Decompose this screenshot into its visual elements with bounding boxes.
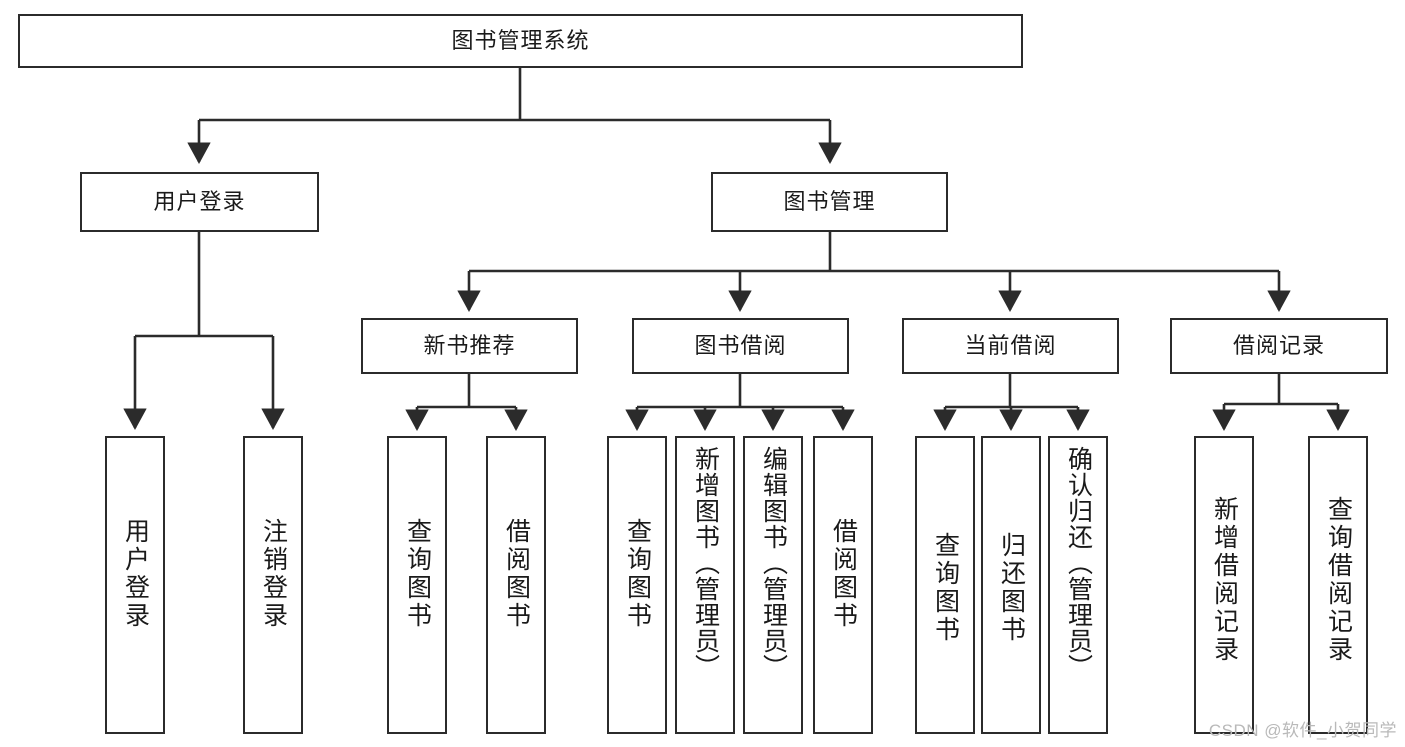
node-label: 图书借阅 [694,333,787,359]
node-label: 借阅图书 [502,518,531,630]
leaf-query-borrow-record[interactable]: 查询借阅记录 [1308,436,1368,734]
node-label: 当前借阅 [964,333,1057,359]
leaf-confirm-return-admin[interactable]: 确认归还（管理员） [1048,436,1108,734]
node-label: 查询借阅记录 [1324,496,1353,664]
node-label: 查询图书 [931,532,960,644]
leaf-borrow-book-recommend[interactable]: 借阅图书 [486,436,546,734]
node-label: 查询图书 [403,518,432,630]
node-label: 新书推荐 [423,333,516,359]
leaf-logout[interactable]: 注销登录 [243,436,303,734]
node-label: 编辑图书（管理员） [759,446,788,680]
node-label: 借阅记录 [1232,333,1325,359]
node-label: 新增图书（管理员） [691,446,720,680]
node-label: 归还图书 [997,532,1026,644]
node-label: 新增借阅记录 [1210,496,1239,664]
leaf-query-book-current[interactable]: 查询图书 [915,436,975,734]
leaf-query-book-recommend[interactable]: 查询图书 [387,436,447,734]
node-borrow-record[interactable]: 借阅记录 [1170,318,1388,374]
node-label: 图书管理系统 [451,28,590,54]
watermark-text: CSDN @软件_小贺同学 [1208,721,1397,740]
leaf-user-login[interactable]: 用户登录 [105,436,165,734]
node-label: 借阅图书 [829,518,858,630]
node-label: 查询图书 [623,518,652,630]
leaf-borrow-book[interactable]: 借阅图书 [813,436,873,734]
node-book-management[interactable]: 图书管理 [711,172,948,232]
leaf-add-book-admin[interactable]: 新增图书（管理员） [675,436,735,734]
node-user-login[interactable]: 用户登录 [80,172,319,232]
leaf-add-borrow-record[interactable]: 新增借阅记录 [1194,436,1254,734]
leaf-return-book[interactable]: 归还图书 [981,436,1041,734]
node-new-book-recommend[interactable]: 新书推荐 [361,318,578,374]
node-root-system[interactable]: 图书管理系统 [18,14,1023,68]
node-label: 图书管理 [783,189,876,215]
node-label: 确认归还（管理员） [1064,446,1093,680]
node-book-borrow[interactable]: 图书借阅 [632,318,849,374]
node-current-borrow[interactable]: 当前借阅 [902,318,1119,374]
node-label: 用户登录 [121,518,150,630]
node-label: 注销登录 [259,518,288,630]
leaf-edit-book-admin[interactable]: 编辑图书（管理员） [743,436,803,734]
node-label: 用户登录 [153,189,246,215]
leaf-query-book-borrow[interactable]: 查询图书 [607,436,667,734]
